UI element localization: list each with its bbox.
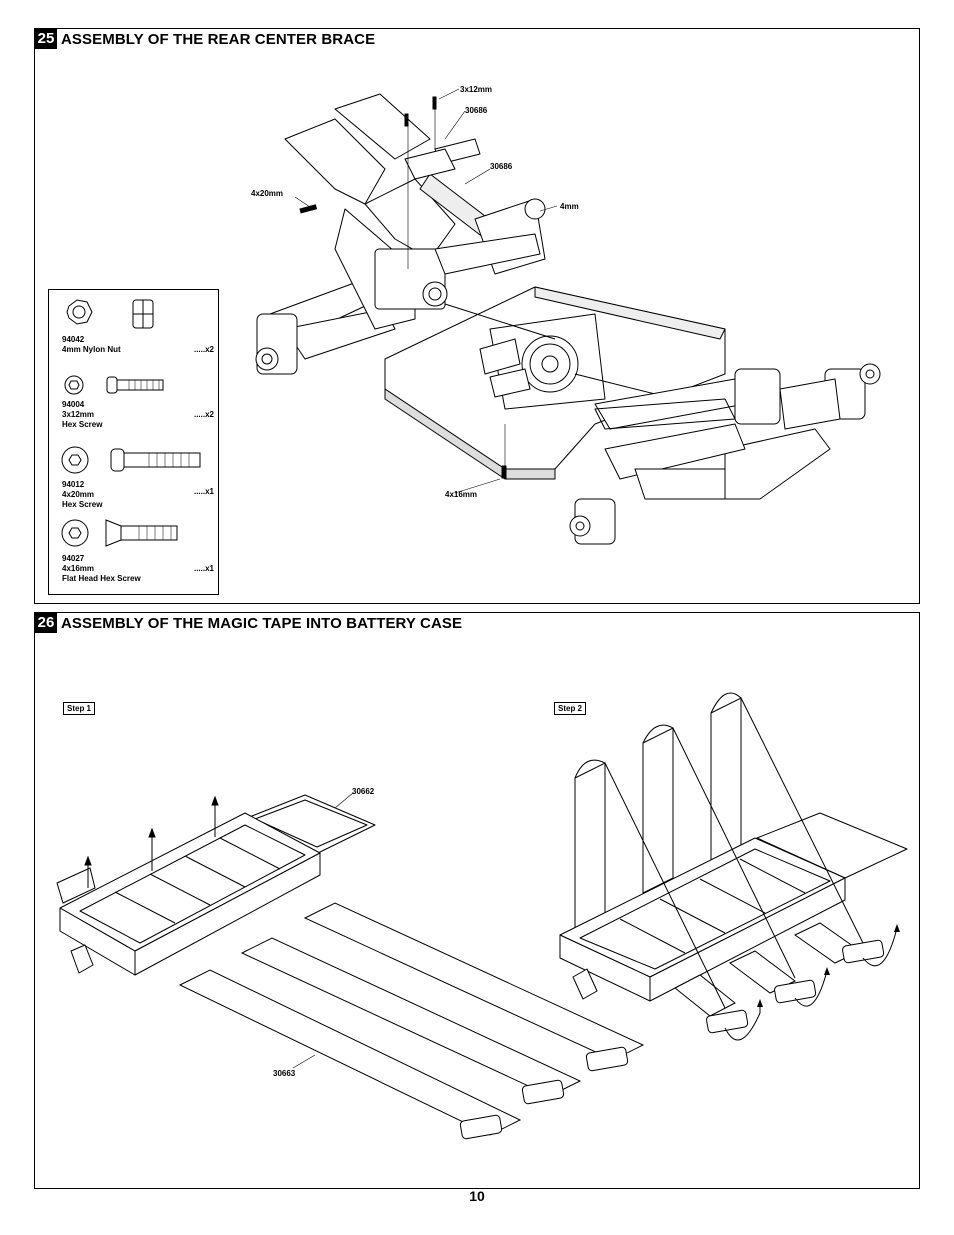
callout-4x20mm: 4x20mm [251,189,283,198]
part-qty: .....x1 [193,564,214,573]
callout-30663: 30663 [273,1069,296,1078]
step2-tape-loops [674,922,885,1034]
part-type: Flat Head Hex Screw [62,574,141,583]
step-25-panel: 25 ASSEMBLY OF THE REAR CENTER BRACE [34,28,920,604]
step-26-title: ASSEMBLY OF THE MAGIC TAPE INTO BATTERY … [61,614,463,632]
rear-center-brace-diagram: 3x12mm 30686 30686 4x20mm 4mm 4x16mm [251,85,881,545]
callout-4x16mm: 4x16mm [445,490,477,499]
step2-battery-case [559,812,908,1002]
part-type: Hex Screw [62,420,103,429]
part-code: 94012 [62,480,85,489]
part-code: 94042 [62,335,85,344]
hex-screw-3x12-icon [106,376,118,394]
part-name: 4mm Nylon Nut [62,345,121,354]
step-2-label: Step 2 [554,702,587,715]
step-25-title: ASSEMBLY OF THE REAR CENTER BRACE [61,30,376,48]
part-code: 94027 [62,554,85,563]
part-name: 4x20mm [62,490,95,499]
step1-magic-tapes [178,902,645,1140]
callout-30686-top: 30686 [465,106,488,115]
part-94042: 94042 4mm Nylon Nut .....x2 [49,335,220,354]
part-qty: .....x2 [193,410,214,419]
part-qty: .....x2 [193,345,214,354]
step-26-number: 26 [35,613,57,633]
callout-4mm: 4mm [560,202,579,211]
page-number: 10 [469,1188,485,1204]
part-name: 3x12mm [62,410,95,419]
step-26-panel: 26 ASSEMBLY OF THE MAGIC TAPE INTO BATTE… [34,612,920,1189]
step-1-label: Step 1 [63,702,96,715]
hex-screw-4x20-icon [110,448,125,472]
parts-list-box: 94042 4mm Nylon Nut .....x2 94004 3x12mm… [48,289,219,595]
callout-30662: 30662 [352,787,375,796]
battery-case-diagram: 30662 30663 [56,692,908,1140]
step-26-header: 26 ASSEMBLY OF THE MAGIC TAPE INTO BATTE… [35,613,462,633]
flat-head-screw-4x16-icon [105,519,122,547]
part-name: 4x16mm [62,564,95,573]
step1-battery-case [56,794,376,976]
part-code: 94004 [62,400,85,409]
parts-icons [61,299,201,547]
callout-30686-brace: 30686 [490,162,513,171]
part-type: Hex Screw [62,500,103,509]
callout-3x12mm: 3x12mm [460,85,492,94]
step-25-header: 25 ASSEMBLY OF THE REAR CENTER BRACE [35,29,375,49]
part-qty: .....x1 [193,487,214,496]
step-25-number: 25 [35,29,57,49]
step2-upright-tapes [574,692,742,929]
